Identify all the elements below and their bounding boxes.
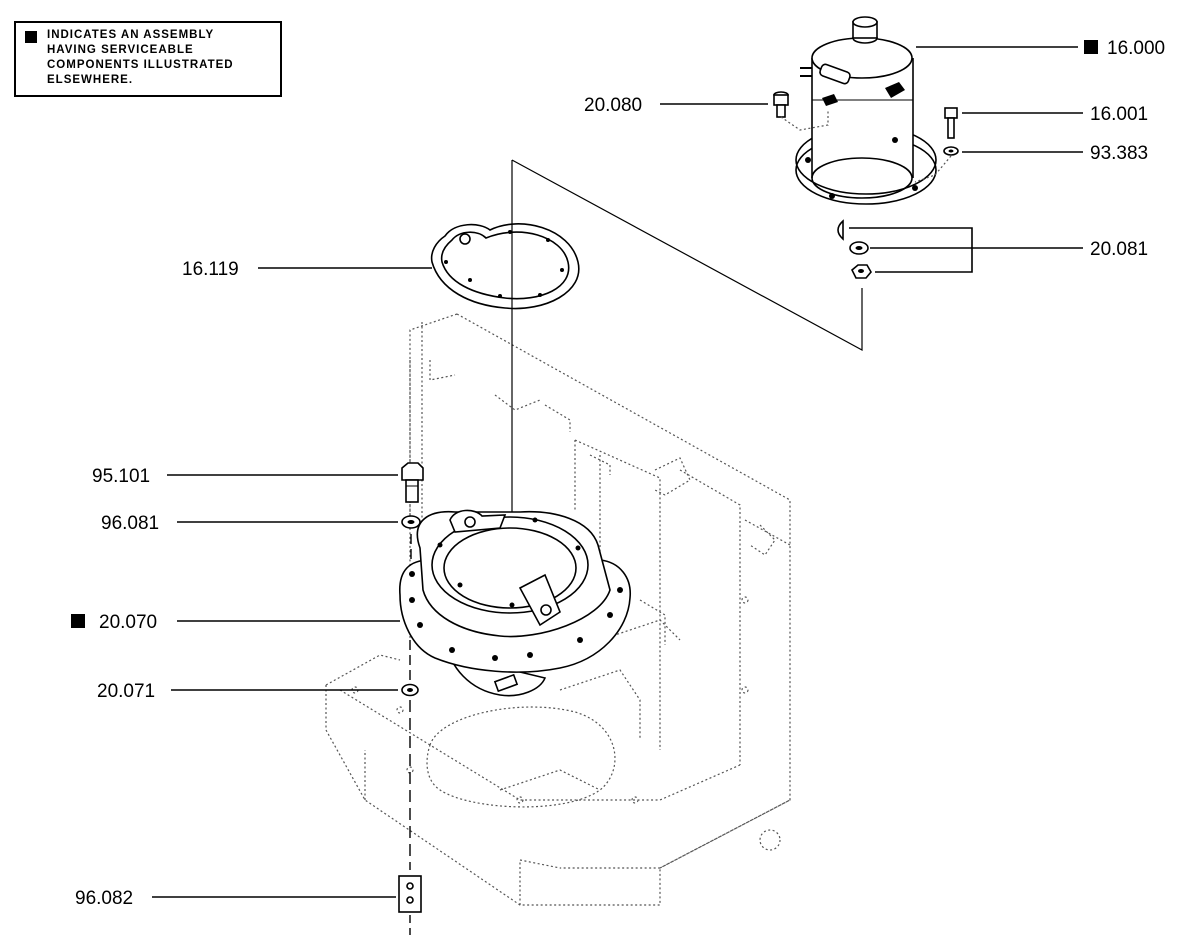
bolt-95-101 bbox=[401, 462, 424, 503]
assembly-marker-icon bbox=[25, 31, 37, 43]
gearbox-housing bbox=[399, 509, 631, 697]
callout-20-080: 20.080 bbox=[584, 95, 642, 116]
callout-20-070: 20.070 bbox=[99, 612, 157, 633]
legend-text: INDICATES AN ASSEMBLY HAVING SERVICEABLE… bbox=[47, 29, 234, 86]
callout-16-001: 16.001 bbox=[1090, 104, 1148, 125]
callout-93-383: 93.383 bbox=[1090, 143, 1148, 164]
block-96-082 bbox=[398, 875, 422, 913]
bolt-20-080 bbox=[773, 91, 829, 131]
drive-motor bbox=[795, 16, 937, 205]
gasket-16-119 bbox=[430, 223, 580, 310]
callout-95-101: 95.101 bbox=[92, 466, 150, 487]
legend-box: INDICATES AN ASSEMBLY HAVING SERVICEABLE… bbox=[14, 21, 282, 97]
washer-96-081 bbox=[401, 515, 421, 529]
assembly-marker-icon bbox=[1084, 40, 1098, 54]
callout-16-119: 16.119 bbox=[182, 259, 239, 280]
washer-20-071 bbox=[401, 683, 419, 697]
callout-20-071: 20.071 bbox=[97, 681, 155, 702]
callout-labels: 16.000 20.080 16.001 93.383 20.081 16.11… bbox=[71, 38, 1165, 909]
frame-phantom-outline bbox=[325, 313, 791, 906]
assembly-marker-icon bbox=[71, 614, 85, 628]
callout-96-081: 96.081 bbox=[101, 513, 159, 534]
callout-96-082: 96.082 bbox=[75, 888, 133, 909]
hardware-20-081 bbox=[837, 219, 973, 279]
screw-16-001 bbox=[914, 107, 959, 183]
callout-20-081: 20.081 bbox=[1090, 239, 1148, 260]
callout-16-000: 16.000 bbox=[1107, 38, 1165, 59]
center-line bbox=[409, 534, 412, 935]
leader-lines bbox=[152, 46, 1083, 898]
